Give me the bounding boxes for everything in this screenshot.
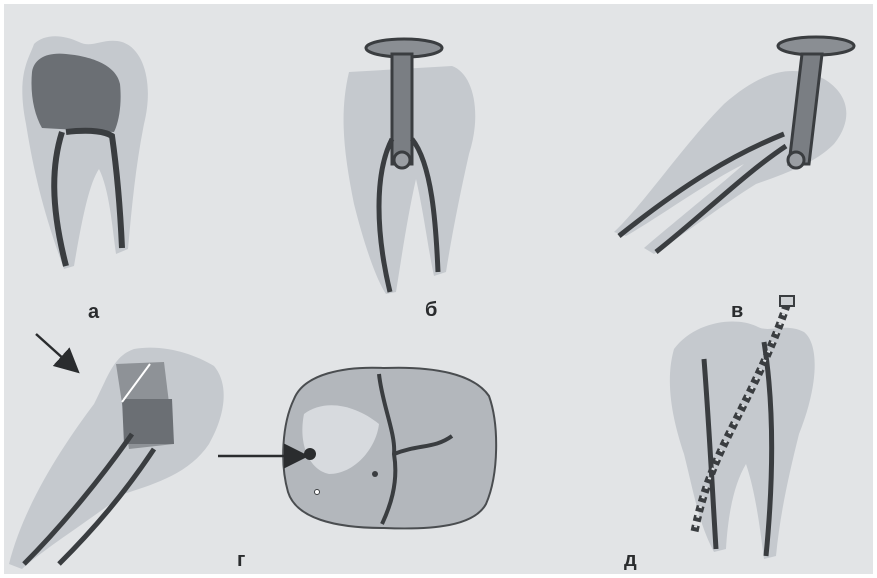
arrow-g-left (36, 334, 76, 370)
figure-panel: а б в г д (4, 4, 873, 574)
label-v: в (731, 301, 743, 321)
tooth-v (614, 37, 854, 254)
label-g: г (237, 550, 245, 570)
tooth-d (670, 296, 815, 559)
tooth-a (22, 36, 148, 269)
label-d: д (624, 550, 637, 570)
label-a: а (88, 302, 99, 322)
diagram-canvas (4, 4, 873, 574)
instrument-shaft (392, 54, 412, 164)
tooth-g-section (9, 334, 224, 569)
tooth-g-occlusal (218, 368, 496, 529)
tooth-b (344, 39, 476, 294)
label-b: б (425, 300, 437, 320)
